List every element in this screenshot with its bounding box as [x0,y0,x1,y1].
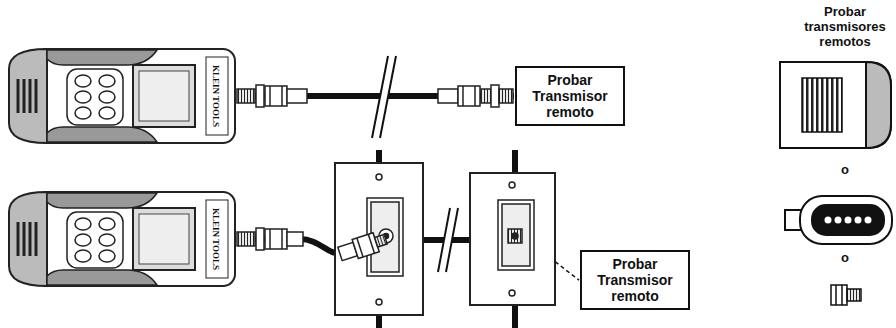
tester-body [5,190,237,288]
brand-text: KLEIN TOOLS [211,65,221,127]
or-label: o [835,251,855,266]
f-connector-chain-top [237,85,513,107]
remote-transmitter [780,62,891,148]
brand-text: KLEIN TOOLS [211,208,221,270]
remote-box: Probar Transmisor remoto [580,250,690,310]
cable-break [438,208,458,272]
box-text: Probar Transmisor remoto [525,72,615,120]
remote-transmitter [785,196,892,244]
heading-label: Probar transmisores remotos [795,5,895,50]
cable-tester: KLEIN TOOLS [5,47,237,145]
box-text: Probar Transmisor remoto [590,256,680,304]
remote-box: Probar Transmisor remoto [515,66,625,126]
wall-plate [335,163,423,315]
tester-body [5,47,237,145]
cable-break [372,56,396,138]
f-connector-remote [831,285,861,305]
or-label: o [835,163,855,178]
f-connector-chain-bottom [237,228,389,264]
cable-tester: KLEIN TOOLS [5,190,237,288]
wall-plate [470,173,555,305]
